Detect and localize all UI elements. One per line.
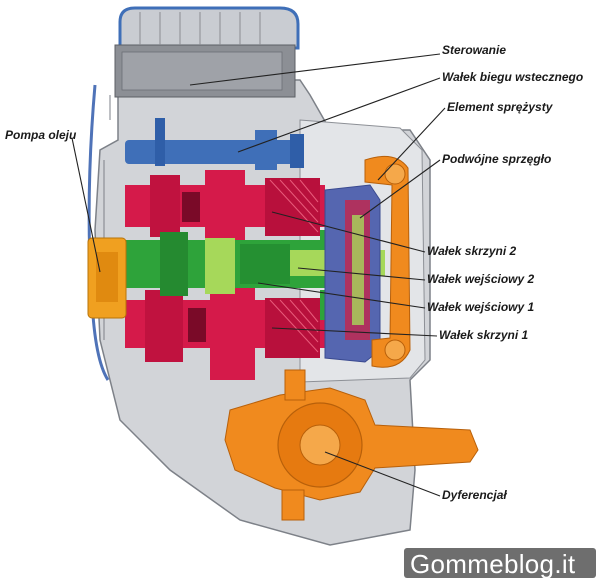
leader-line-walek-wejsciowy-1 <box>257 282 426 309</box>
control-unit <box>114 6 300 98</box>
differential <box>224 369 479 521</box>
leader-line-dyferencjal <box>324 451 441 497</box>
label-walek-wejsciowy-1: Wałek wejściowy 1 <box>427 300 535 314</box>
label-walek-skrzyni-2: Wałek skrzyni 2 <box>427 244 517 258</box>
leader-line-walek-wejsciowy-2 <box>297 267 426 281</box>
watermark-badge: Gommeblog.it <box>404 548 596 579</box>
leader-line-sterowanie <box>189 53 441 86</box>
reverse-gear-shaft <box>125 118 304 170</box>
label-walek-wejsciowy-2: Wałek wejściowy 2 <box>427 272 535 286</box>
label-dyferencjal: Dyferencjał <box>442 488 507 502</box>
leader-line-walek-skrzyni-1 <box>271 327 438 337</box>
gear-shaft-2 <box>125 170 325 240</box>
label-element-sprezysty: Element sprężysty <box>447 100 553 114</box>
leader-line-podwojne-sprzeglo <box>359 159 441 219</box>
leader-line-element-sprezysty <box>377 107 446 181</box>
leader-line-pompa-oleju <box>71 137 101 273</box>
label-sterowanie: Sterowanie <box>442 43 507 57</box>
oil-pump <box>87 237 127 319</box>
spring-element <box>364 155 411 368</box>
leader-lines <box>71 53 446 497</box>
label-podwojne-sprzeglo: Podwójne sprzęgło <box>442 152 552 166</box>
label-pompa-oleju: Pompa oleju <box>5 128 77 142</box>
leader-line-walek-biegu-wstecznego <box>237 77 441 153</box>
watermark-text: Gommeblog.it <box>410 549 576 579</box>
label-walek-skrzyni-1: Wałek skrzyni 1 <box>439 328 529 342</box>
leader-line-walek-skrzyni-2 <box>271 211 426 253</box>
label-walek-biegu-wstecznego: Wałek biegu wstecznego <box>442 70 584 84</box>
